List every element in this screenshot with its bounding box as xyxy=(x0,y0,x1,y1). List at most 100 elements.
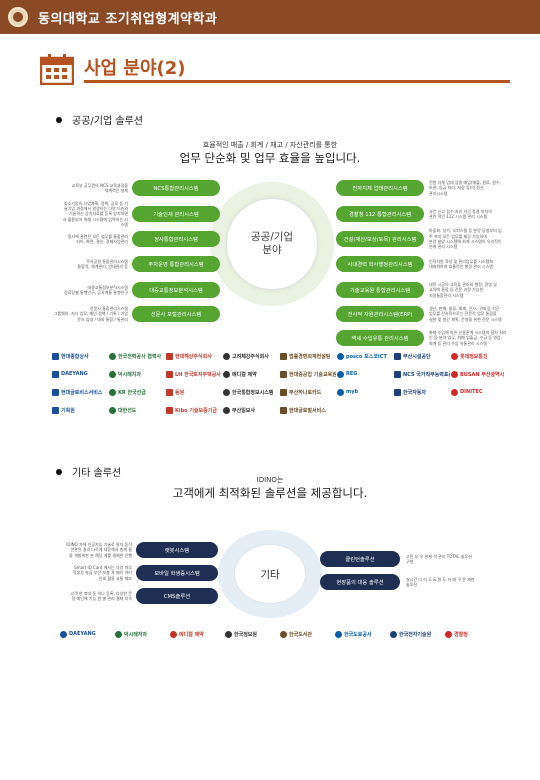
partner-logo-text: Kibo 기술보증기금 xyxy=(175,407,217,414)
partner-logo: 현대해상주식회사 xyxy=(166,350,222,362)
public-right-pill[interactable]: 전사적 자원관리시스템(ERP) xyxy=(336,306,424,322)
partner-logo-text: BUSAN 부산광역시 xyxy=(460,371,505,378)
public-left-desc-line: 체계적인 설계 xyxy=(104,188,128,193)
partner-logo-text: 롯데정보통신 xyxy=(460,353,488,360)
other-right-pill[interactable]: 현장품의 대응 솔루션 xyxy=(320,574,400,590)
logo-mark-icon xyxy=(52,370,59,378)
public-left-desc-line: 정류장별 통행인구, 공사계통 통행인구 xyxy=(64,290,128,295)
public-right-desc-line: 대학 시공의 교육을 관리와 행정, 경영 및 xyxy=(429,281,497,287)
other-right-desc-line: 고민 오 우 관제 석 관리 TOTAL 솔루션 xyxy=(406,553,472,559)
partner-logo: DAEYANG xyxy=(60,628,114,640)
partner-logo-text: KR 한국선급 xyxy=(118,389,146,396)
public-left-desc-line: 문서 임대 / 대외 통합 / 통관리 xyxy=(77,316,128,322)
public-right-desc-line: 마을회, 상가, 오피스텔 등 분양 당첨부터 입 xyxy=(429,228,502,234)
partner-logo: 한국도로공사 xyxy=(335,628,389,640)
partner-logo: 법률경영회계컨설팅 xyxy=(280,350,336,362)
other-right-pill[interactable]: 클린턴솔루션 xyxy=(320,551,400,567)
other-left-desc-line: Smart ID Card 에서는 다양 마무 xyxy=(74,564,132,570)
partner-logo-text: 경찰청 xyxy=(454,631,468,638)
partner-logo: 경찰청 xyxy=(445,628,499,640)
partner-logo: Kibo 기술보증기금 xyxy=(166,404,222,416)
partner-logo-text: 메디컬 제약 xyxy=(232,371,257,378)
partner-logo: 롯데정보통신 xyxy=(451,350,507,362)
logo-mark-icon xyxy=(52,406,59,414)
bullet-icon xyxy=(56,116,62,123)
partner-logo: 부산일보사 xyxy=(223,404,279,416)
partner-logo: DAEYANG xyxy=(52,368,108,380)
logo-mark-icon xyxy=(115,630,122,638)
partner-logo: 부산하나로카드 xyxy=(280,386,336,398)
public-left-desc-line: 기술혁신 증가자료를 등록 방지하면 xyxy=(68,211,128,217)
other-left-desc-line: 인쇄 활용 교통 제조 xyxy=(98,575,132,581)
logo-mark-icon xyxy=(109,388,116,396)
partner-logo-text: 동원 xyxy=(175,389,185,396)
logo-mark-icon xyxy=(394,352,401,360)
partner-logo-text: 메디컬 제약 xyxy=(179,631,204,638)
partner-logo-text: 법률경영회계컨설팅 xyxy=(289,353,331,360)
public-left-pill[interactable]: 대중교통정보분석시스템 xyxy=(132,282,220,298)
logo-mark-icon xyxy=(394,370,401,378)
public-center-label-1: 공공/기업 xyxy=(250,231,294,243)
public-right-pill[interactable]: 경찰청 112 통합관리시스템 xyxy=(336,206,424,222)
partner-logo: 한국전자기술원 xyxy=(390,628,444,640)
partner-logo-text: LH 한국토지주택공사 xyxy=(175,371,221,378)
public-right-desc-line: 사건 신고 접수 처리 사건 종결 까지의 xyxy=(429,208,492,214)
public-right-pill[interactable]: 사내경력 학사행정관리시스템 xyxy=(336,256,424,272)
public-right-desc-line: 인 등 분야 업무, 화폐 입출금, 수급 등 영업, xyxy=(429,335,502,341)
partner-logo: 메디컬 제약 xyxy=(170,628,224,640)
public-right-desc-line: 지정통합관리 시스템 xyxy=(429,292,464,298)
partner-logo: myb xyxy=(337,386,393,398)
other-left-pill[interactable]: 모바일 학생증시스템 xyxy=(136,565,218,581)
logo-mark-icon xyxy=(223,370,230,378)
public-left-desc-line: 술기업 과정에서 발생하는 다양 이슈와 xyxy=(64,205,128,211)
other-left-pill[interactable]: CMS솔루션 xyxy=(136,588,218,604)
partner-logo-text: 현대중공업 기술교육원 xyxy=(289,371,336,378)
logo-mark-icon xyxy=(280,630,287,638)
public-left-pill[interactable]: 주차운영 통합관리시스템 xyxy=(132,256,220,272)
public-right-pill[interactable]: 기술교육원 통합관리시스템 xyxy=(336,282,424,298)
public-left-pill[interactable]: 정사통합관리시스템 xyxy=(132,231,220,247)
bullet-icon xyxy=(56,468,62,475)
logo-mark-icon xyxy=(280,352,287,360)
logo-mark-icon xyxy=(166,370,173,378)
partner-logo-text: DAEYANG xyxy=(61,371,88,377)
public-left-desc-line: 선문사 통합관리시스템 xyxy=(89,305,128,311)
public-left-desc-line: 중소기업의 사업계획, 정책, 공모 등 기 xyxy=(63,200,128,206)
public-left-pill[interactable]: 선문사 포털관리시스템 xyxy=(132,306,220,322)
public-left-desc-line: 대중교통정보분석시스템 xyxy=(87,284,128,290)
section-title: 사업 분야(2) xyxy=(84,58,186,79)
public-right-desc-line: 내재화하여 효율적인 행정 관리 시스템 xyxy=(429,264,493,269)
public-left-pill[interactable]: 기술인재 관리시스템 xyxy=(132,206,220,222)
public-left-pill[interactable]: NCS통합관리시스템 xyxy=(132,180,220,196)
public-center-label-2: 분야 xyxy=(262,244,282,256)
partner-logo: 한국정보원 xyxy=(225,628,279,640)
partner-logo-text: 현대글로비스서비스 xyxy=(61,389,103,396)
university-logo-icon xyxy=(8,7,28,27)
partner-logo: BUSAN 부산광역시 xyxy=(451,368,507,380)
other-left-pill[interactable]: 랫봇시스템 xyxy=(136,542,218,558)
partner-logo-text: myb xyxy=(346,389,359,395)
partner-logo-text: 한국도서관 xyxy=(289,631,313,638)
public-right-pill[interactable]: 건설(재산/보상/토목) 관리시스템 xyxy=(336,231,424,247)
logo-mark-icon xyxy=(390,630,397,638)
partner-logo: 한국전력공사 협력사 xyxy=(109,350,165,362)
public-right-pill[interactable]: 전자지체 업태관리시스템 xyxy=(336,180,424,196)
partner-logo: LH 한국토지주택공사 xyxy=(166,368,222,380)
partner-logo-text: 현대종합상사 xyxy=(61,353,89,360)
public-left-desc-line: 교육부 공무원의 NCS 교육과정을 xyxy=(71,182,128,188)
calendar-icon xyxy=(40,54,74,85)
partner-logo: 덕시례지과 xyxy=(115,628,169,640)
public-left-desc-line: 서 활용되어 위해 시스템에 입력하는 시 xyxy=(62,216,128,222)
public-left-desc-line: 주차공원 통합관리시스템 xyxy=(86,258,128,264)
public-right-pill[interactable]: 역세 수입유통 관리시스템 xyxy=(336,330,424,346)
other-left-desc-line: 정 메인에 기능 원 별 관리 결제 지속 xyxy=(71,596,132,601)
